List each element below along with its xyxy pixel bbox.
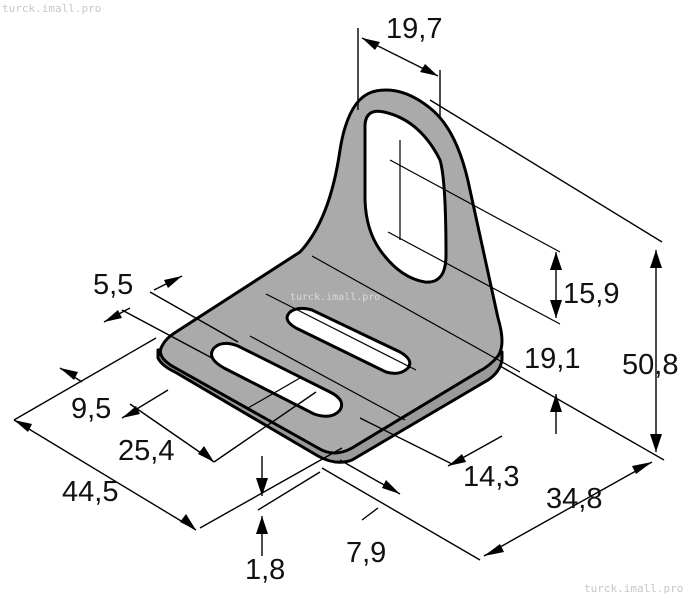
dim-19-1: 19,1 [524,343,580,375]
base-slot-upper [285,306,412,375]
dim-34-8: 34,8 [546,483,602,515]
dim-9-5: 9,5 [71,393,111,425]
dim-25-4: 25,4 [118,435,174,467]
dim-15-9: 15,9 [563,278,619,310]
watermark-bottom-right: turck.imall.pro [584,582,683,595]
angle-bracket [156,88,504,464]
dim-44-5: 44,5 [62,476,118,508]
dim-50-8: 50,8 [622,349,678,381]
base-slot-lower [210,341,344,418]
center-lines [247,140,561,421]
watermark-top-left: turck.imall.pro [2,2,101,15]
dim-14-3: 14,3 [463,461,519,493]
upright-slot [363,109,448,284]
dim-1-8: 1,8 [245,554,285,586]
dim-5-5: 5,5 [93,269,133,301]
watermark-center: turck.imall.pro [290,292,380,303]
watermarks: turck.imall.pro turck.imall.pro turck.im… [2,2,683,595]
dim-19-7: 19,7 [386,13,442,45]
arrowheads [14,38,662,556]
dimension-labels: 19,7 15,9 50,8 19,1 5,5 9,5 25,4 44,5 14… [62,13,678,586]
dim-7-9: 7,9 [346,537,386,569]
